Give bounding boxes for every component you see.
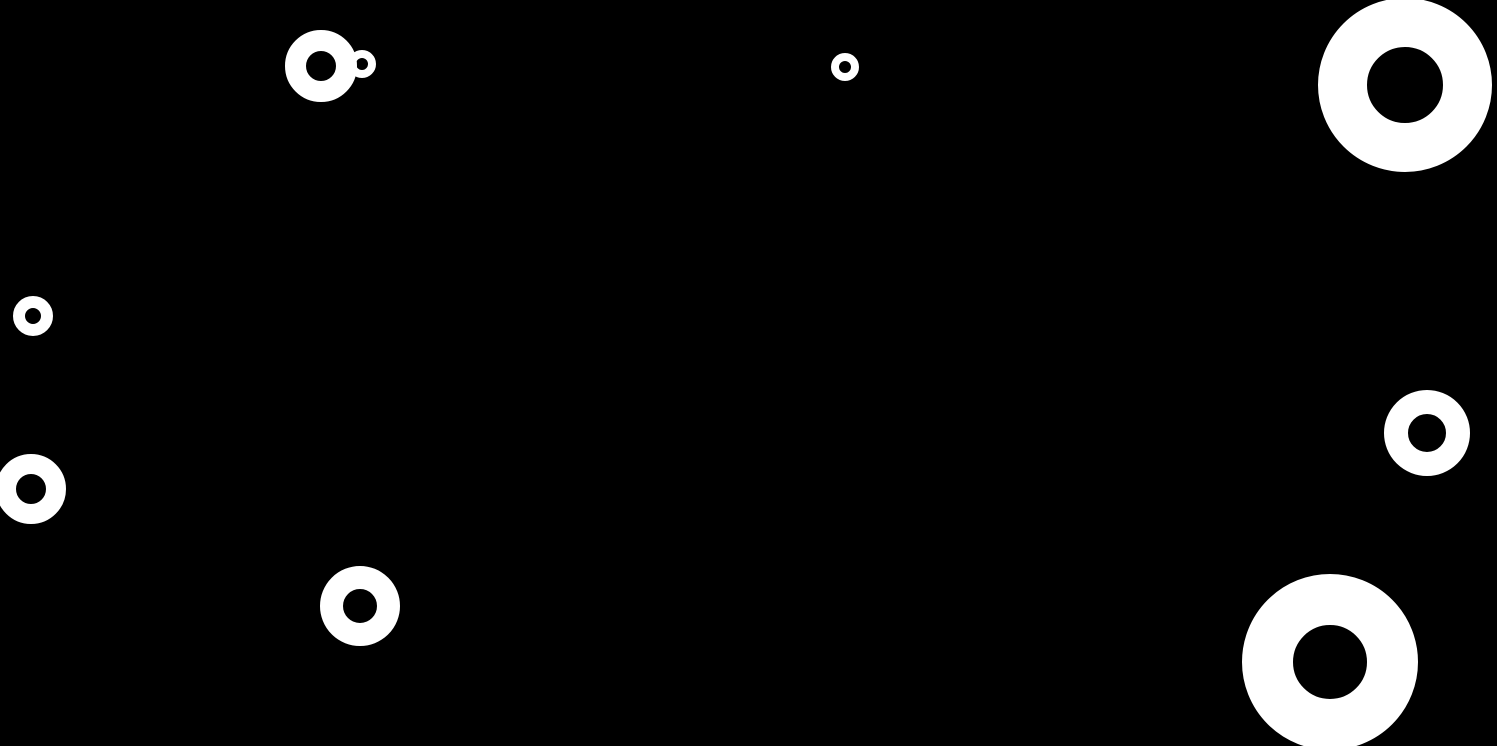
ring-left-small bbox=[13, 296, 53, 336]
ring-right-mid bbox=[1384, 390, 1470, 476]
ring-bottom-left-center bbox=[320, 566, 400, 646]
ring-top-right-large bbox=[1318, 0, 1492, 172]
ring-bottom-right-large bbox=[1242, 574, 1418, 746]
ring-top-left-satellite bbox=[348, 50, 376, 78]
ring-top-left-large bbox=[285, 30, 357, 102]
ring-left-edge bbox=[0, 454, 66, 524]
ring-top-center-small bbox=[831, 53, 859, 81]
